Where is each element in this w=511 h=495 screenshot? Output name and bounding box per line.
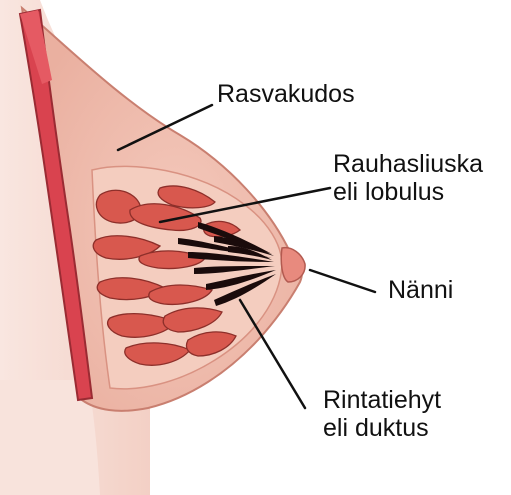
nipple-leader [310, 270, 375, 292]
lobule-label: Rauhasliuska eli lobulus [333, 150, 483, 206]
nipple-shape [281, 248, 305, 282]
nipple-label: Nänni [388, 276, 453, 304]
fat-tissue-label: Rasvakudos [217, 80, 355, 108]
duct-label: Rintatiehyt eli duktus [323, 386, 441, 442]
